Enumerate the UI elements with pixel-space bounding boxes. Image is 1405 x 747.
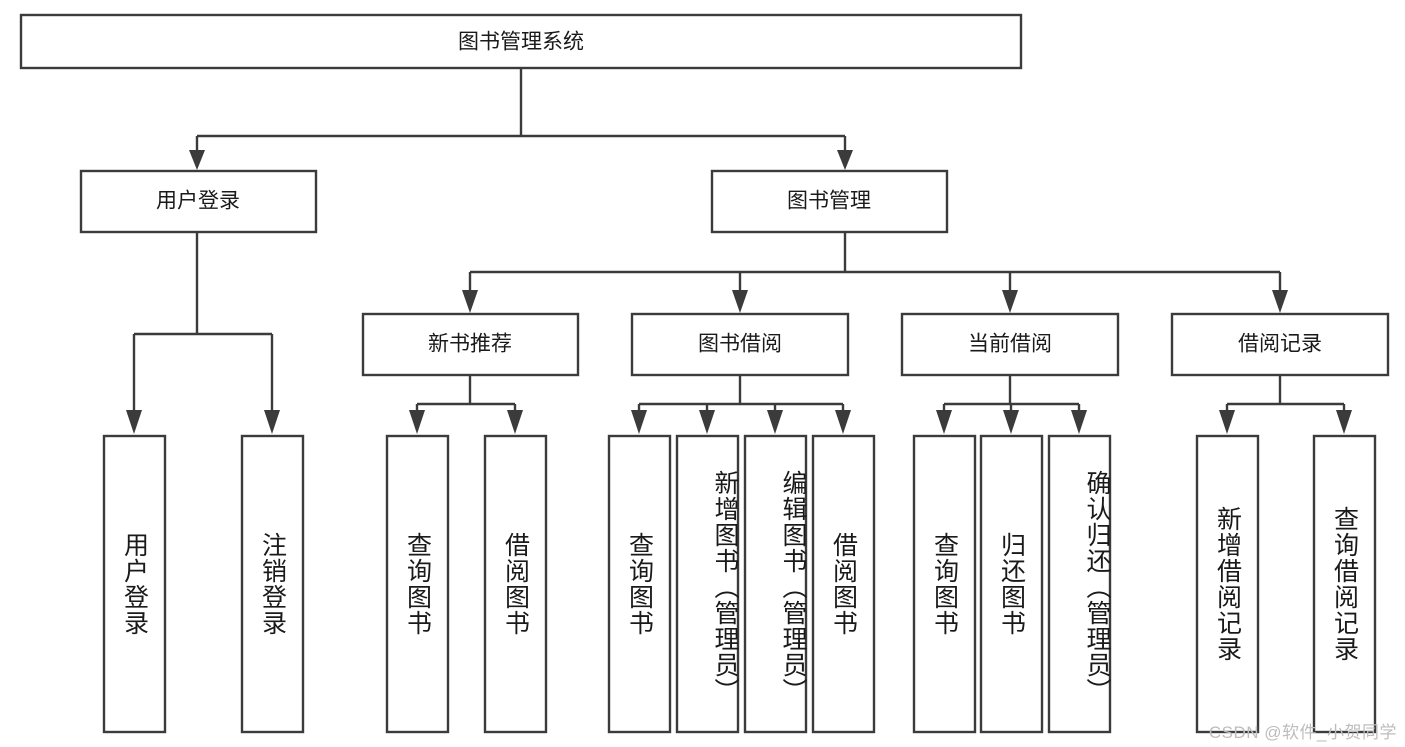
arrow-head-leaf-add-record <box>1219 410 1235 434</box>
leaf-box-confirm-return[interactable] <box>1047 434 1112 734</box>
node-user-login-label: 用户登录 <box>156 190 240 213</box>
node-current-borrow[interactable]: 当前借阅 <box>900 312 1120 377</box>
node-book-management-label: 图书管理 <box>787 190 871 213</box>
leaf-box-borrow-book-2[interactable] <box>811 434 876 734</box>
leaf-box-query-book-3[interactable] <box>912 434 977 734</box>
csdn-watermark: CSDN @软件_小贺同学 <box>1208 723 1397 742</box>
node-book-management[interactable]: 图书管理 <box>710 169 949 234</box>
leaf-box-query-book-1[interactable] <box>385 434 450 734</box>
arrow-head-leaf-confirm-return <box>1071 410 1087 434</box>
node-new-book-recommend-box[interactable] <box>361 312 580 377</box>
leaf-box-add-record[interactable] <box>1195 434 1260 734</box>
node-book-borrow[interactable]: 图书借阅 <box>630 312 850 377</box>
leaf-box-query-book-2[interactable] <box>607 434 672 734</box>
arrow-head-user-login <box>189 150 205 170</box>
node-book-management-box[interactable] <box>710 169 949 234</box>
node-current-borrow-label: 当前借阅 <box>968 333 1052 356</box>
node-user-login-box[interactable] <box>79 169 318 234</box>
node-new-book-recommend[interactable]: 新书推荐 <box>361 312 580 377</box>
arrow-head-leaf-query-book-1 <box>409 410 425 434</box>
arrow-head-leaf-borrow-book-2 <box>835 410 851 434</box>
arrow-head-new-book-recommend <box>462 290 478 313</box>
node-current-borrow-box[interactable] <box>900 312 1120 377</box>
leaf-box-query-record[interactable] <box>1312 434 1377 734</box>
leaf-box-return-book[interactable] <box>979 434 1044 734</box>
arrow-head-leaf-query-book-2 <box>631 410 647 434</box>
leaf-box-group <box>102 434 1377 734</box>
leaf-box-borrow-book-1[interactable] <box>483 434 548 734</box>
leaf-box-edit-book[interactable] <box>743 434 808 734</box>
arrow-head-leaf-logout-login <box>264 410 280 434</box>
arrow-head-leaf-return-book <box>1003 410 1019 434</box>
arrow-head-leaf-borrow-book-1 <box>507 410 523 434</box>
leaf-box-logout-login[interactable] <box>240 434 305 734</box>
node-user-login[interactable]: 用户登录 <box>79 169 318 234</box>
arrow-head-leaf-user-login <box>126 410 142 434</box>
node-borrow-record-box[interactable] <box>1170 312 1390 377</box>
node-new-book-recommend-label: 新书推荐 <box>428 333 512 356</box>
node-borrow-record-label: 借阅记录 <box>1238 333 1322 356</box>
node-borrow-record[interactable]: 借阅记录 <box>1170 312 1390 377</box>
arrow-head-book-borrow <box>732 290 748 313</box>
node-root[interactable]: 图书管理系统 <box>19 13 1023 70</box>
arrow-head-leaf-query-book-3 <box>936 410 952 434</box>
node-book-borrow-label: 图书借阅 <box>698 333 782 356</box>
node-root-box[interactable] <box>19 13 1023 70</box>
leaf-box-user-login[interactable] <box>102 434 167 734</box>
node-book-borrow-box[interactable] <box>630 312 850 377</box>
arrow-head-leaf-edit-book <box>767 410 783 434</box>
node-root-label: 图书管理系统 <box>458 31 584 54</box>
arrow-head-book-management <box>837 150 853 170</box>
leaf-box-add-book[interactable] <box>675 434 740 734</box>
arrow-head-current-borrow <box>1002 290 1018 313</box>
connector-group <box>126 68 1352 434</box>
arrow-head-borrow-record <box>1272 290 1288 313</box>
arrow-head-leaf-add-book <box>699 410 715 434</box>
arrow-head-leaf-query-record <box>1336 410 1352 434</box>
